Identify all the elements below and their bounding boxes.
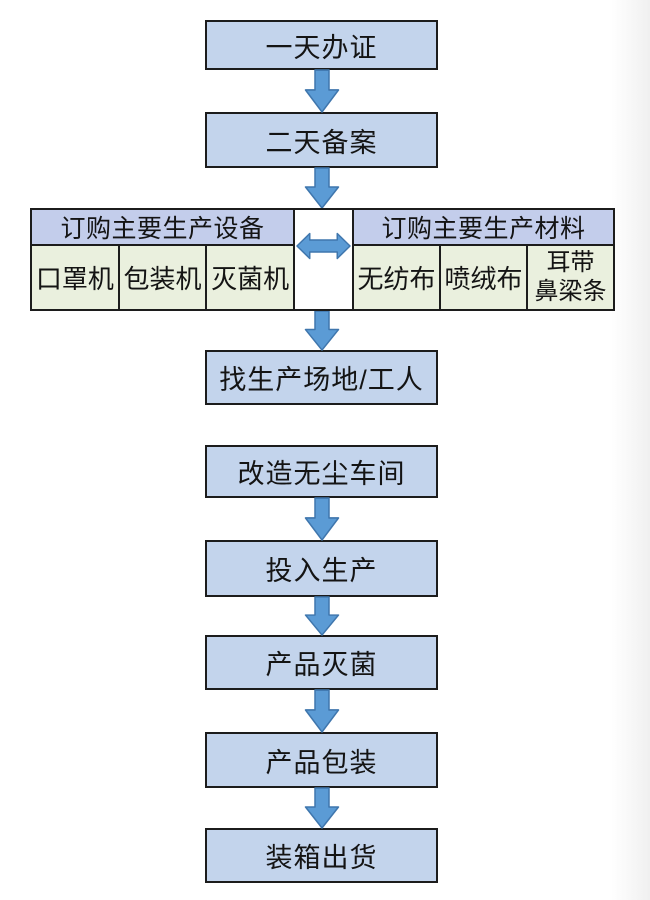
materials-group-row: 无纺布 喷绒布 耳带 鼻梁条 bbox=[354, 246, 613, 309]
down-arrow-icon bbox=[304, 310, 340, 351]
materials-cell-nonwoven: 无纺布 bbox=[354, 246, 441, 309]
down-arrow-icon bbox=[304, 167, 340, 209]
flow-step-6: 产品灭菌 bbox=[205, 635, 438, 690]
flow-step-7: 产品包装 bbox=[205, 732, 438, 788]
flow-step-3: 找生产场地/工人 bbox=[205, 350, 438, 405]
materials-cell-earband-line1: 耳带 bbox=[546, 248, 595, 276]
equipment-group: 订购主要生产设备 口罩机 包装机 灭菌机 bbox=[30, 208, 295, 311]
equipment-group-row: 口罩机 包装机 灭菌机 bbox=[32, 246, 294, 309]
equipment-group-header: 订购主要生产设备 bbox=[32, 210, 293, 246]
double-arrow-icon bbox=[296, 229, 351, 263]
down-arrow-icon bbox=[304, 69, 340, 113]
materials-group: 订购主要生产材料 无纺布 喷绒布 耳带 鼻梁条 bbox=[352, 208, 615, 311]
flow-step-2: 二天备案 bbox=[205, 112, 438, 168]
materials-cell-meltblown: 喷绒布 bbox=[441, 246, 528, 309]
down-arrow-icon bbox=[304, 596, 340, 636]
materials-group-header: 订购主要生产材料 bbox=[354, 210, 613, 246]
materials-cell-earband-nosebridge: 耳带 鼻梁条 bbox=[528, 246, 613, 309]
equipment-cell-mask-machine: 口罩机 bbox=[32, 246, 120, 309]
flow-step-1: 一天办证 bbox=[205, 20, 438, 70]
equipment-cell-packing-machine: 包装机 bbox=[119, 246, 208, 309]
down-arrow-icon bbox=[304, 497, 340, 541]
flow-step-5: 投入生产 bbox=[205, 540, 438, 597]
equipment-cell-sterilize-machine: 灭菌机 bbox=[207, 246, 294, 309]
connector-cell bbox=[295, 208, 352, 311]
down-arrow-icon bbox=[304, 689, 340, 733]
materials-cell-nosebridge-line2: 鼻梁条 bbox=[534, 277, 607, 305]
down-arrow-icon bbox=[304, 787, 340, 829]
flow-step-8: 装箱出货 bbox=[205, 828, 438, 883]
flow-step-4: 改造无尘车间 bbox=[205, 445, 438, 498]
